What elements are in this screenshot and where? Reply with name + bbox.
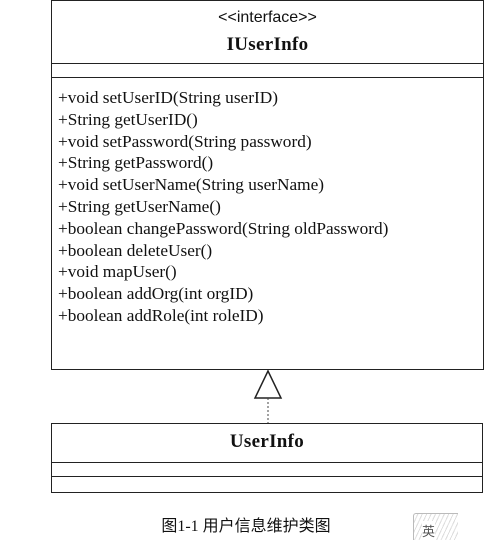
method-item: +boolean addRole(int roleID): [58, 305, 264, 325]
method-item: +String getPassword(): [58, 153, 214, 173]
method-item: +String getUserName(): [58, 196, 221, 216]
interface-name-compartment: <<interface>> IUserInfo: [52, 1, 483, 64]
corner-stamp: 英: [413, 513, 458, 540]
corner-stamp-label: 英: [422, 521, 436, 540]
hollow-triangle-arrowhead: [253, 369, 283, 399]
method-item: +String getUserID(): [58, 109, 198, 129]
implementing-class-box: UserInfo: [51, 423, 483, 493]
method-item: +boolean changePassword(String oldPasswo…: [58, 218, 389, 238]
class-attribute-compartment: [52, 462, 482, 477]
method-item: +void mapUser(): [58, 262, 177, 282]
interface-stereotype: <<interface>>: [218, 9, 317, 26]
interface-method-list: +void setUserID(String userID) +String g…: [58, 87, 388, 327]
method-item: +void setUserID(String userID): [58, 88, 278, 107]
method-item: +boolean addOrg(int orgID): [58, 284, 254, 304]
interface-class-box: <<interface>> IUserInfo +void setUserID(…: [51, 0, 484, 370]
implementing-class-name: UserInfo: [229, 431, 305, 452]
interface-class-name: IUserInfo: [226, 34, 309, 55]
interface-attribute-compartment: [52, 63, 483, 78]
method-item: +boolean deleteUser(): [58, 240, 213, 260]
figure-caption: 图1-1 用户信息维护类图: [161, 518, 331, 535]
class-name-compartment: UserInfo: [52, 424, 482, 463]
method-item: +void setPassword(String password): [58, 131, 312, 151]
method-item: +void setUserName(String userName): [58, 175, 325, 195]
